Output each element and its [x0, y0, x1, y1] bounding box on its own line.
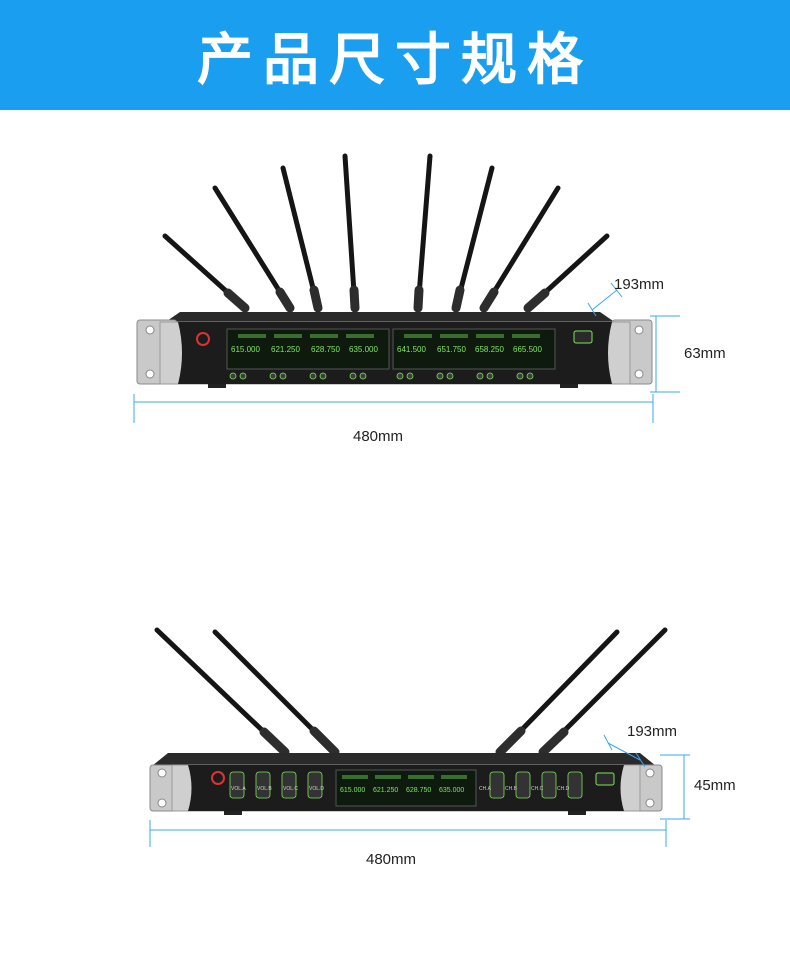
- depth-label: 193mm: [614, 276, 665, 293]
- lcd-freq-1: 615.000: [231, 345, 260, 354]
- product-2-figure: VOL.A VOL.B VOL.C VOL.D 615.000 621.250 …: [0, 600, 790, 900]
- ch-label-c: CH.C: [531, 786, 544, 792]
- vol-label-c: VOL.C: [283, 786, 299, 792]
- product-1-figure: 615.000 621.250 628.750 635.000 641.500 …: [0, 140, 790, 460]
- lcd-freq-a: 615.000: [340, 787, 366, 794]
- lcd-freq-8: 665.500: [513, 345, 542, 354]
- vol-label-d: VOL.D: [309, 786, 325, 792]
- ch-label-b: CH.B: [505, 786, 517, 792]
- receiver-4ch-illustration: [149, 627, 690, 847]
- lcd-freq-5: 641.500: [397, 345, 426, 354]
- vol-label-b: VOL.B: [257, 786, 272, 792]
- dimension-lines: [133, 282, 680, 423]
- lcd-freq-b: 621.250: [373, 787, 399, 794]
- lcd-freq-4: 635.000: [349, 345, 378, 354]
- lcd-freq-d: 635.000: [439, 787, 465, 794]
- lcd-freq-6: 651.750: [437, 345, 466, 354]
- height-label: 63mm: [684, 345, 726, 362]
- lcd-freq-c: 628.750: [406, 787, 432, 794]
- vol-label-a: VOL.A: [231, 786, 246, 792]
- receiver-8ch-illustration: [133, 153, 680, 423]
- dimension-lines: [149, 734, 690, 847]
- width-label: 480mm: [353, 428, 404, 445]
- width-label: 480mm: [366, 851, 417, 868]
- height-label: 45mm: [694, 777, 736, 794]
- header-banner: 产品尺寸规格: [0, 0, 790, 110]
- antennas: [154, 627, 668, 757]
- antennas: [162, 153, 610, 313]
- depth-label: 193mm: [627, 723, 678, 740]
- lcd-freq-3: 628.750: [311, 345, 340, 354]
- lcd-freq-7: 658.250: [475, 345, 504, 354]
- page-title: 产品尺寸规格: [197, 27, 593, 93]
- ch-label-d: CH.D: [557, 786, 570, 792]
- lcd-freq-2: 621.250: [271, 345, 300, 354]
- ch-label-a: CH.A: [479, 786, 491, 792]
